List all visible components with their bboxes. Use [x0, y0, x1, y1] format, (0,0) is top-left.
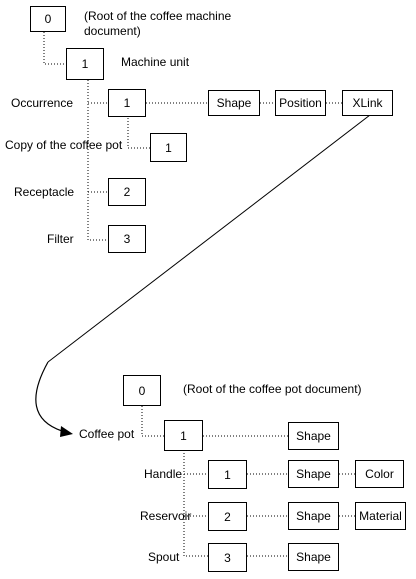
handle-node: 1: [208, 460, 247, 489]
arrowhead-icon: [60, 426, 73, 437]
receptacle-node: 2: [108, 178, 146, 206]
reservoir-material-attribute: Material: [355, 502, 406, 530]
machine-unit-label: Machine unit: [121, 55, 190, 69]
reservoir-shape-attribute: Shape: [288, 502, 339, 530]
xlink-connector-line: [47, 114, 371, 363]
spout-node: 3: [208, 543, 247, 572]
spout-shape-attribute: Shape: [288, 543, 339, 571]
filter-number: 3: [123, 232, 131, 246]
spout-number: 3: [224, 550, 231, 565]
copy-node: 1: [150, 133, 187, 162]
pot-unit-number: 1: [180, 428, 187, 443]
occurrence-xlink-attribute: XLink: [342, 90, 393, 116]
connector-pot-root-to-unit: [141, 406, 164, 437]
reservoir-node: 2: [208, 502, 247, 531]
machine-root-note: (Root of the coffee machine document): [84, 9, 232, 38]
machine-root-node: 0: [30, 6, 66, 32]
connector-root-to-unit: [43, 32, 66, 65]
machine-unit-number: 1: [81, 57, 89, 71]
occurrence-node: 1: [108, 89, 146, 117]
spout-label: Spout: [148, 550, 180, 564]
occurrence-position-attribute: Position: [275, 90, 326, 116]
pot-shape-attribute: Shape: [288, 422, 339, 450]
handle-color-attribute: Color: [355, 460, 404, 488]
pot-root-node: 0: [123, 375, 161, 406]
machine-unit-node: 1: [66, 48, 104, 80]
machine-root-number: 0: [44, 12, 52, 26]
handle-label: Handle: [144, 467, 183, 481]
coffee-pot-label: Coffee pot: [79, 427, 135, 441]
receptacle-label: Receptacle: [14, 185, 75, 199]
pot-unit-node: 1: [164, 420, 203, 451]
copy-number: 1: [165, 140, 172, 155]
reservoir-label: Reservoir: [140, 509, 192, 523]
handle-number: 1: [224, 467, 231, 482]
receptacle-number: 2: [123, 185, 131, 199]
reservoir-number: 2: [224, 509, 231, 524]
connector-occurrence-to-copy: [127, 118, 150, 149]
occurrence-number: 1: [123, 96, 131, 110]
pot-root-note: (Root of the coffee pot document): [183, 382, 362, 396]
handle-shape-attribute: Shape: [288, 460, 339, 488]
occurrence-label: Occurrence: [11, 96, 74, 110]
occurrence-shape-attribute: Shape: [208, 90, 260, 116]
filter-label: Filter: [47, 232, 74, 246]
pot-root-number: 0: [138, 383, 146, 398]
connector-unit-trunk: [87, 80, 108, 241]
xlink-curved-arrow: [35, 361, 63, 432]
copy-label: Copy of the coffee pot: [5, 138, 123, 152]
filter-node: 3: [108, 225, 146, 253]
connector-pot-unit-trunk: [183, 450, 208, 557]
